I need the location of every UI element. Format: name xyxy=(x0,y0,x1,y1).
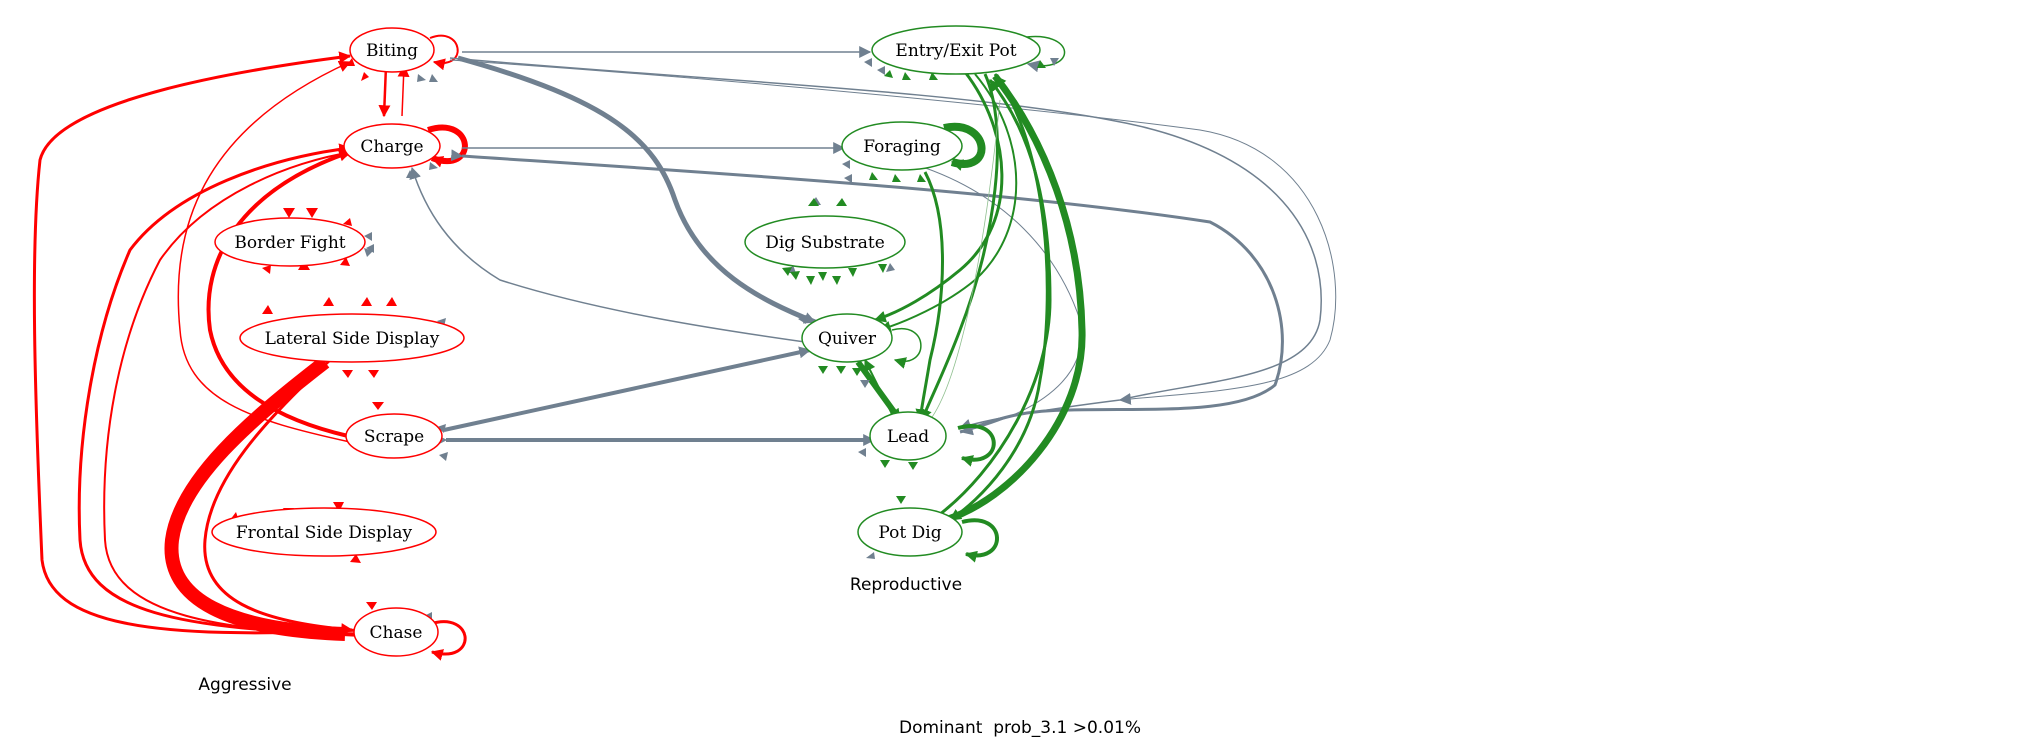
edge-lead-quiver xyxy=(864,358,896,421)
reproductive-nodes: Entry/Exit Pot Foraging Dig Substrate Qu… xyxy=(744,25,1041,557)
edge-biting-lead-outer xyxy=(449,59,1337,405)
node-chase[interactable]: Chase xyxy=(353,607,439,657)
edge-chase-self xyxy=(429,620,467,661)
edge-quiver-charge xyxy=(409,166,806,343)
edge-potdig-self xyxy=(961,518,999,563)
edge-chase-charge-2 xyxy=(103,147,363,637)
node-border-fight[interactable]: Border Fight xyxy=(214,217,366,267)
node-label-foraging: Foraging xyxy=(863,137,941,157)
edge-charge-self xyxy=(427,124,468,168)
node-label-dig-substrate: Dig Substrate xyxy=(765,233,885,253)
edge-quiver-lead xyxy=(855,360,903,422)
edge-foraging-self xyxy=(943,122,986,171)
node-scrape[interactable]: Scrape xyxy=(345,413,443,459)
edge-charge-lead xyxy=(450,149,1284,434)
node-quiver[interactable]: Quiver xyxy=(801,313,893,363)
edge-charge-biting xyxy=(397,64,410,117)
node-label-entry-exit-pot: Entry/Exit Pot xyxy=(895,41,1016,61)
edge-chase-biting-outer xyxy=(32,51,361,635)
aggressive-nodes: Biting Charge Border Fight Lateral Side … xyxy=(211,27,465,657)
aggressive-edges xyxy=(32,34,468,661)
edge-lead-self xyxy=(957,424,996,467)
edge-biting-quiver xyxy=(457,55,817,325)
edge-chase-charge-1 xyxy=(77,143,361,636)
edge-scrape-charge xyxy=(206,149,352,438)
node-foraging[interactable]: Foraging xyxy=(841,121,963,171)
edge-scrape-quiver xyxy=(443,346,812,432)
node-dig-substrate[interactable]: Dig Substrate xyxy=(744,215,906,269)
edge-foraging-lead xyxy=(915,171,944,422)
gray-stubs xyxy=(364,58,1059,621)
reproductive-edges xyxy=(855,71,1086,563)
edge-entry-quiver-2 xyxy=(878,73,1018,333)
group-label-aggressive: Aggressive xyxy=(198,675,291,695)
diagram-caption: Dominant prob_3.1 >0.01% xyxy=(899,718,1141,738)
edge-potdig-entry-2 xyxy=(934,79,1052,520)
group-label-reproductive: Reproductive xyxy=(850,575,962,595)
node-label-chase: Chase xyxy=(370,623,423,643)
node-lead[interactable]: Lead xyxy=(869,411,947,461)
edge-lsd-chase-thick xyxy=(164,356,347,641)
node-label-biting: Biting xyxy=(366,41,418,61)
edge-entry-quiver-1 xyxy=(873,71,1004,323)
node-label-charge: Charge xyxy=(360,137,423,157)
node-entry-exit-pot[interactable]: Entry/Exit Pot xyxy=(871,25,1041,75)
node-label-scrape: Scrape xyxy=(364,427,424,447)
edge-foraging-lead-faint xyxy=(929,99,1001,421)
edge-biting-lead xyxy=(449,57,1322,431)
edge-lsd-chase-thin xyxy=(203,358,354,636)
node-biting[interactable]: Biting xyxy=(349,27,435,73)
node-pot-dig[interactable]: Pot Dig xyxy=(857,507,963,557)
edge-biting-charge xyxy=(378,65,391,118)
edge-quiver-self xyxy=(891,327,922,369)
node-label-lateral-side-display: Lateral Side Display xyxy=(265,329,440,349)
node-label-quiver: Quiver xyxy=(818,329,877,349)
edge-potdig-entry xyxy=(943,73,1086,524)
node-label-pot-dig: Pot Dig xyxy=(878,523,941,543)
node-charge[interactable]: Charge xyxy=(343,123,441,169)
node-label-frontal-side-display: Frontal Side Display xyxy=(236,523,413,543)
node-frontal-side-display[interactable]: Frontal Side Display xyxy=(211,507,437,557)
edge-biting-self xyxy=(429,34,459,71)
green-stubs xyxy=(782,60,1046,504)
node-label-lead: Lead xyxy=(887,427,929,447)
edge-entry-lead xyxy=(920,73,999,422)
node-lateral-side-display[interactable]: Lateral Side Display xyxy=(239,313,465,363)
node-label-border-fight: Border Fight xyxy=(234,233,345,253)
